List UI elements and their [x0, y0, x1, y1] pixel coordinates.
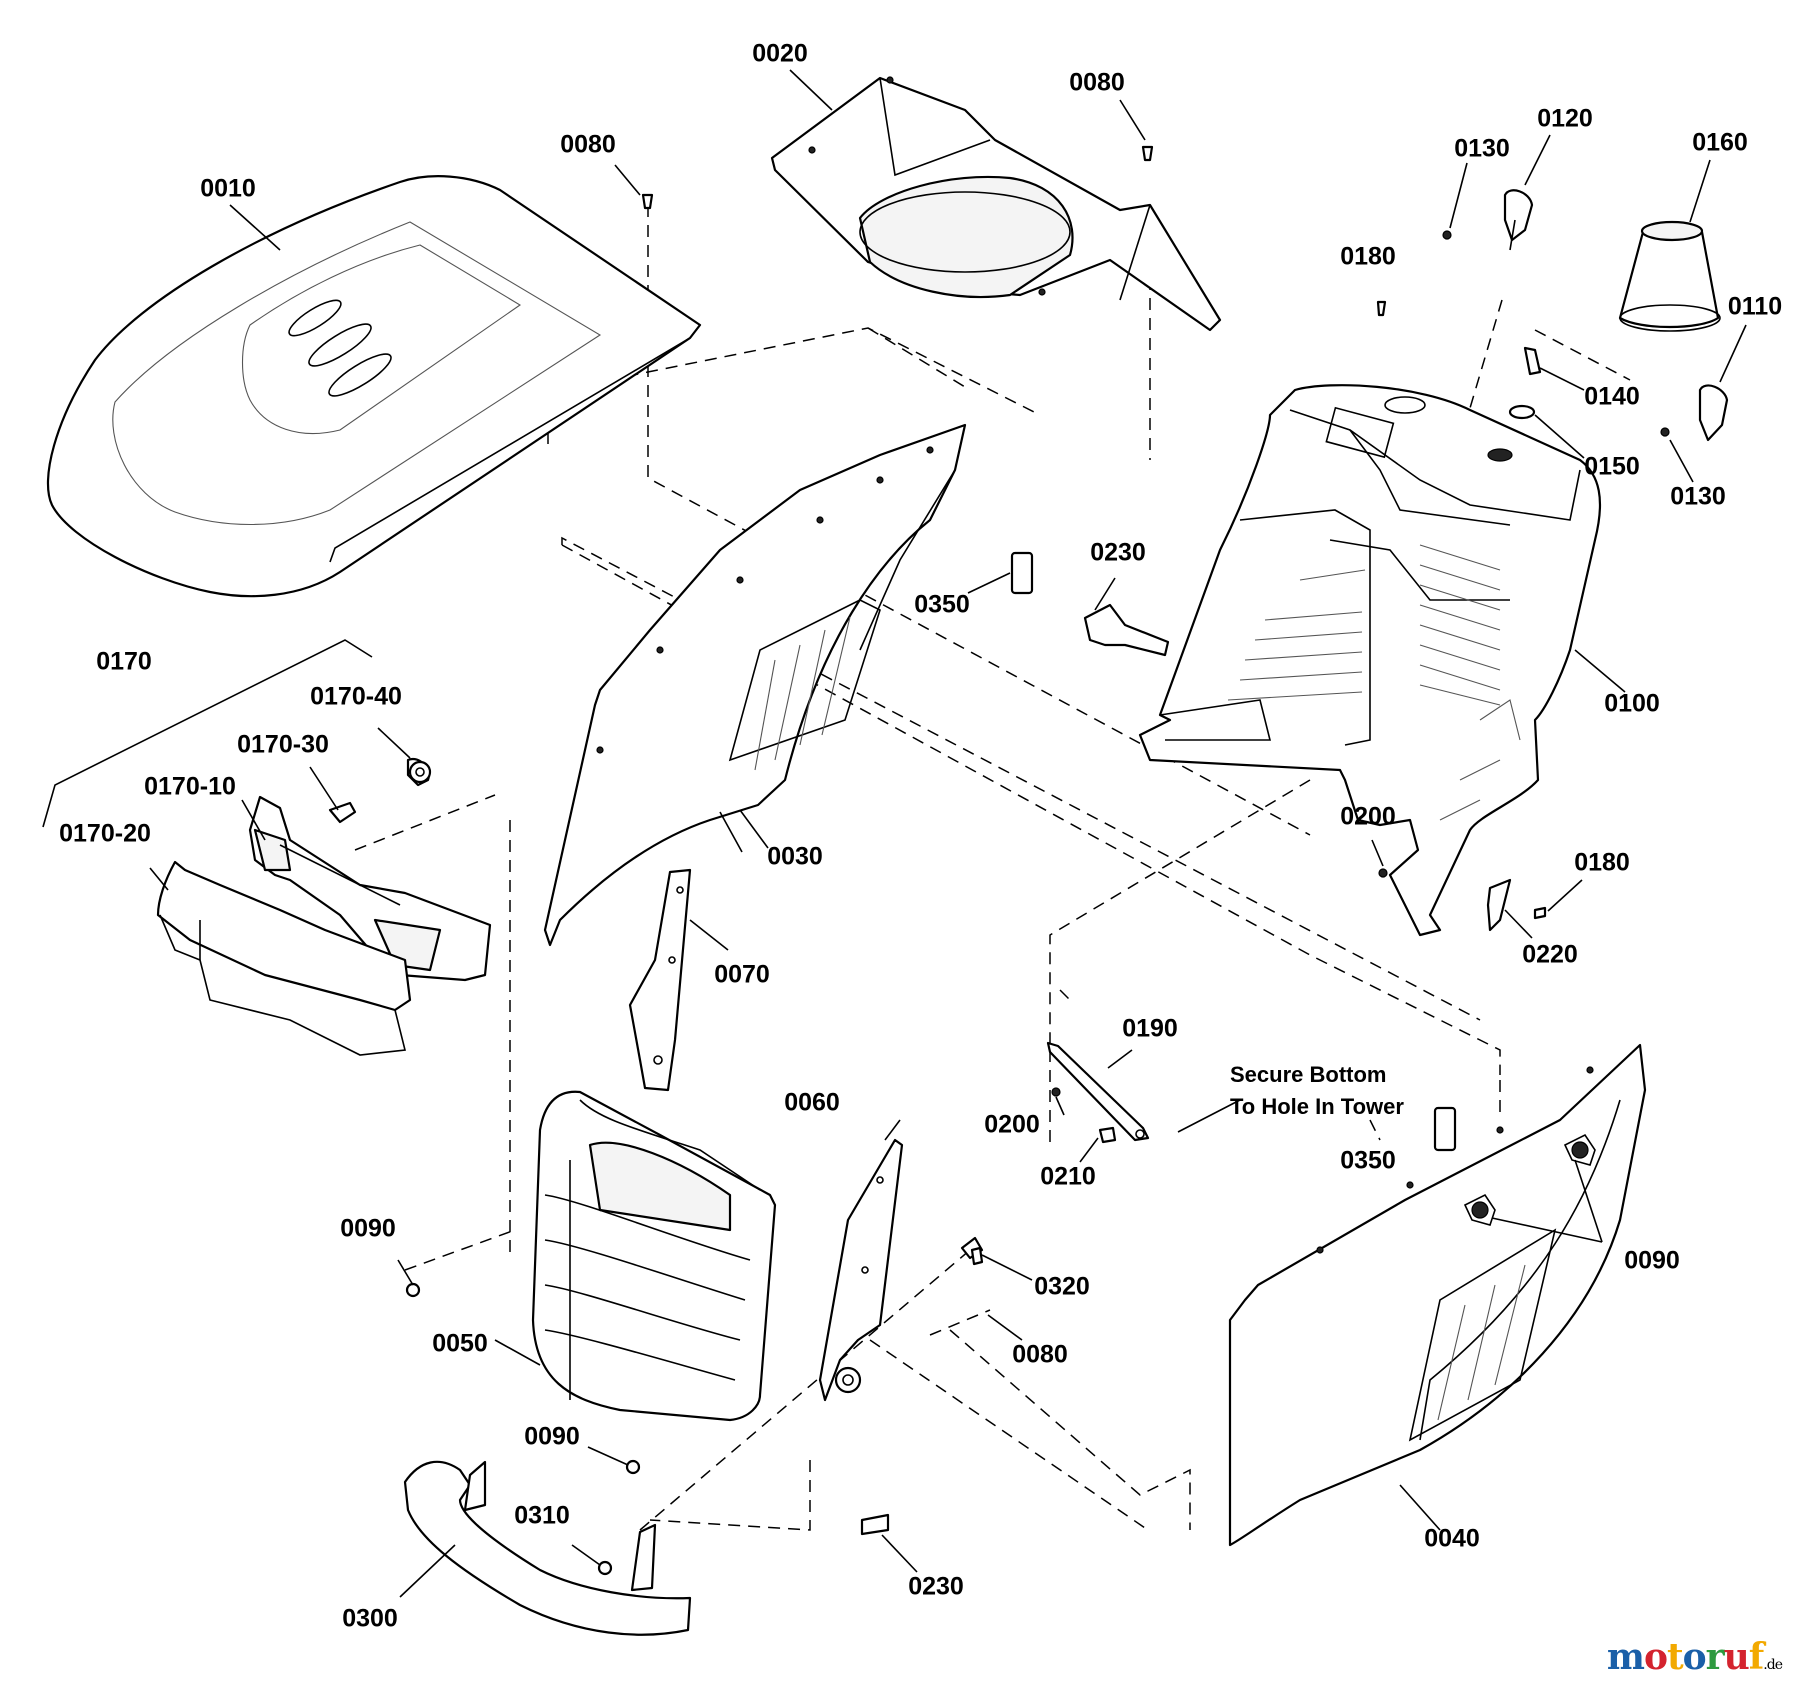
watermark-letter: f [1748, 1636, 1764, 1678]
part-0170-headlight-assembly [42, 639, 492, 1056]
callout-0170-20: 0170-20 [59, 820, 151, 848]
callout-0130: 0130 [1454, 135, 1510, 163]
part-0020-baffle [770, 76, 1222, 332]
callout-0090: 0090 [340, 1215, 396, 1243]
callout-0030: 0030 [767, 843, 823, 871]
part-0070-bracket [628, 868, 692, 1092]
part-0030-side-panel [543, 423, 967, 947]
callout-0140: 0140 [1584, 383, 1640, 411]
callout-0200: 0200 [1340, 803, 1396, 831]
watermark-letter: r [1705, 1636, 1725, 1678]
callout-0220: 0220 [1522, 941, 1578, 969]
watermark-letter: o [1682, 1636, 1707, 1678]
callout-0130: 0130 [1670, 483, 1726, 511]
part-0100-dash-tower [1138, 384, 1602, 937]
callout-0100: 0100 [1604, 690, 1660, 718]
callout-0020: 0020 [752, 40, 808, 68]
callout-0350: 0350 [1340, 1147, 1396, 1175]
callout-0180: 0180 [1574, 849, 1630, 877]
callout-0320: 0320 [1034, 1273, 1090, 1301]
part-0190-rod [1046, 1041, 1150, 1142]
watermark-letter: u [1723, 1636, 1750, 1678]
callout-0080: 0080 [1012, 1341, 1068, 1369]
callout-0010: 0010 [200, 175, 256, 203]
callout-0190: 0190 [1122, 1015, 1178, 1043]
callout-0310: 0310 [514, 1502, 570, 1530]
callout-0120: 0120 [1537, 105, 1593, 133]
part-0050-grille [531, 1090, 777, 1422]
callout-0350: 0350 [914, 591, 970, 619]
callout-0080: 0080 [560, 131, 616, 159]
callout-0170-30: 0170-30 [237, 731, 329, 759]
callout-0170-10: 0170-10 [144, 773, 236, 801]
callout-0230: 0230 [908, 1573, 964, 1601]
callout-0160: 0160 [1692, 129, 1748, 157]
watermark-text: motoruf [1606, 1636, 1764, 1678]
callout-0300: 0300 [342, 1605, 398, 1633]
watermark-suffix: .de [1763, 1657, 1783, 1673]
callout-0110: 0110 [1728, 293, 1782, 321]
note-line-2: To Hole In Tower [1230, 1094, 1404, 1119]
callout-0080: 0080 [1069, 69, 1125, 97]
part-0060-bracket [818, 1138, 904, 1402]
callout-0150: 0150 [1584, 453, 1640, 481]
callout-0050: 0050 [432, 1330, 488, 1358]
callout-0040: 0040 [1424, 1525, 1480, 1553]
callout-0200: 0200 [984, 1111, 1040, 1139]
callout-labels: 0010 0020 0080 0080 0080 0120 0130 0130 … [59, 40, 1782, 1633]
callout-0230: 0230 [1090, 539, 1146, 567]
hardware [405, 145, 1729, 1576]
watermark-logo: motoruf.de [1606, 1636, 1783, 1678]
watermark-letter: m [1606, 1636, 1645, 1678]
assembly-note: Secure Bottom To Hole In Tower [1230, 1062, 1404, 1119]
callout-0070: 0070 [714, 961, 770, 989]
callout-0210: 0210 [1040, 1163, 1096, 1191]
callout-0180: 0180 [1340, 243, 1396, 271]
callout-0090: 0090 [524, 1423, 580, 1451]
watermark-letter: o [1643, 1636, 1668, 1678]
callout-0090: 0090 [1624, 1247, 1680, 1275]
leader-lines [149, 69, 1747, 1598]
callout-0170: 0170 [96, 648, 152, 676]
note-line-1: Secure Bottom [1230, 1062, 1386, 1087]
part-0300-bumper [403, 1460, 692, 1636]
callout-0060: 0060 [784, 1089, 840, 1117]
watermark-letter: t [1666, 1636, 1684, 1678]
callout-0170-40: 0170-40 [310, 683, 402, 711]
part-0040-side-panel [1228, 1043, 1647, 1547]
part-0010-hood-top [46, 175, 702, 598]
